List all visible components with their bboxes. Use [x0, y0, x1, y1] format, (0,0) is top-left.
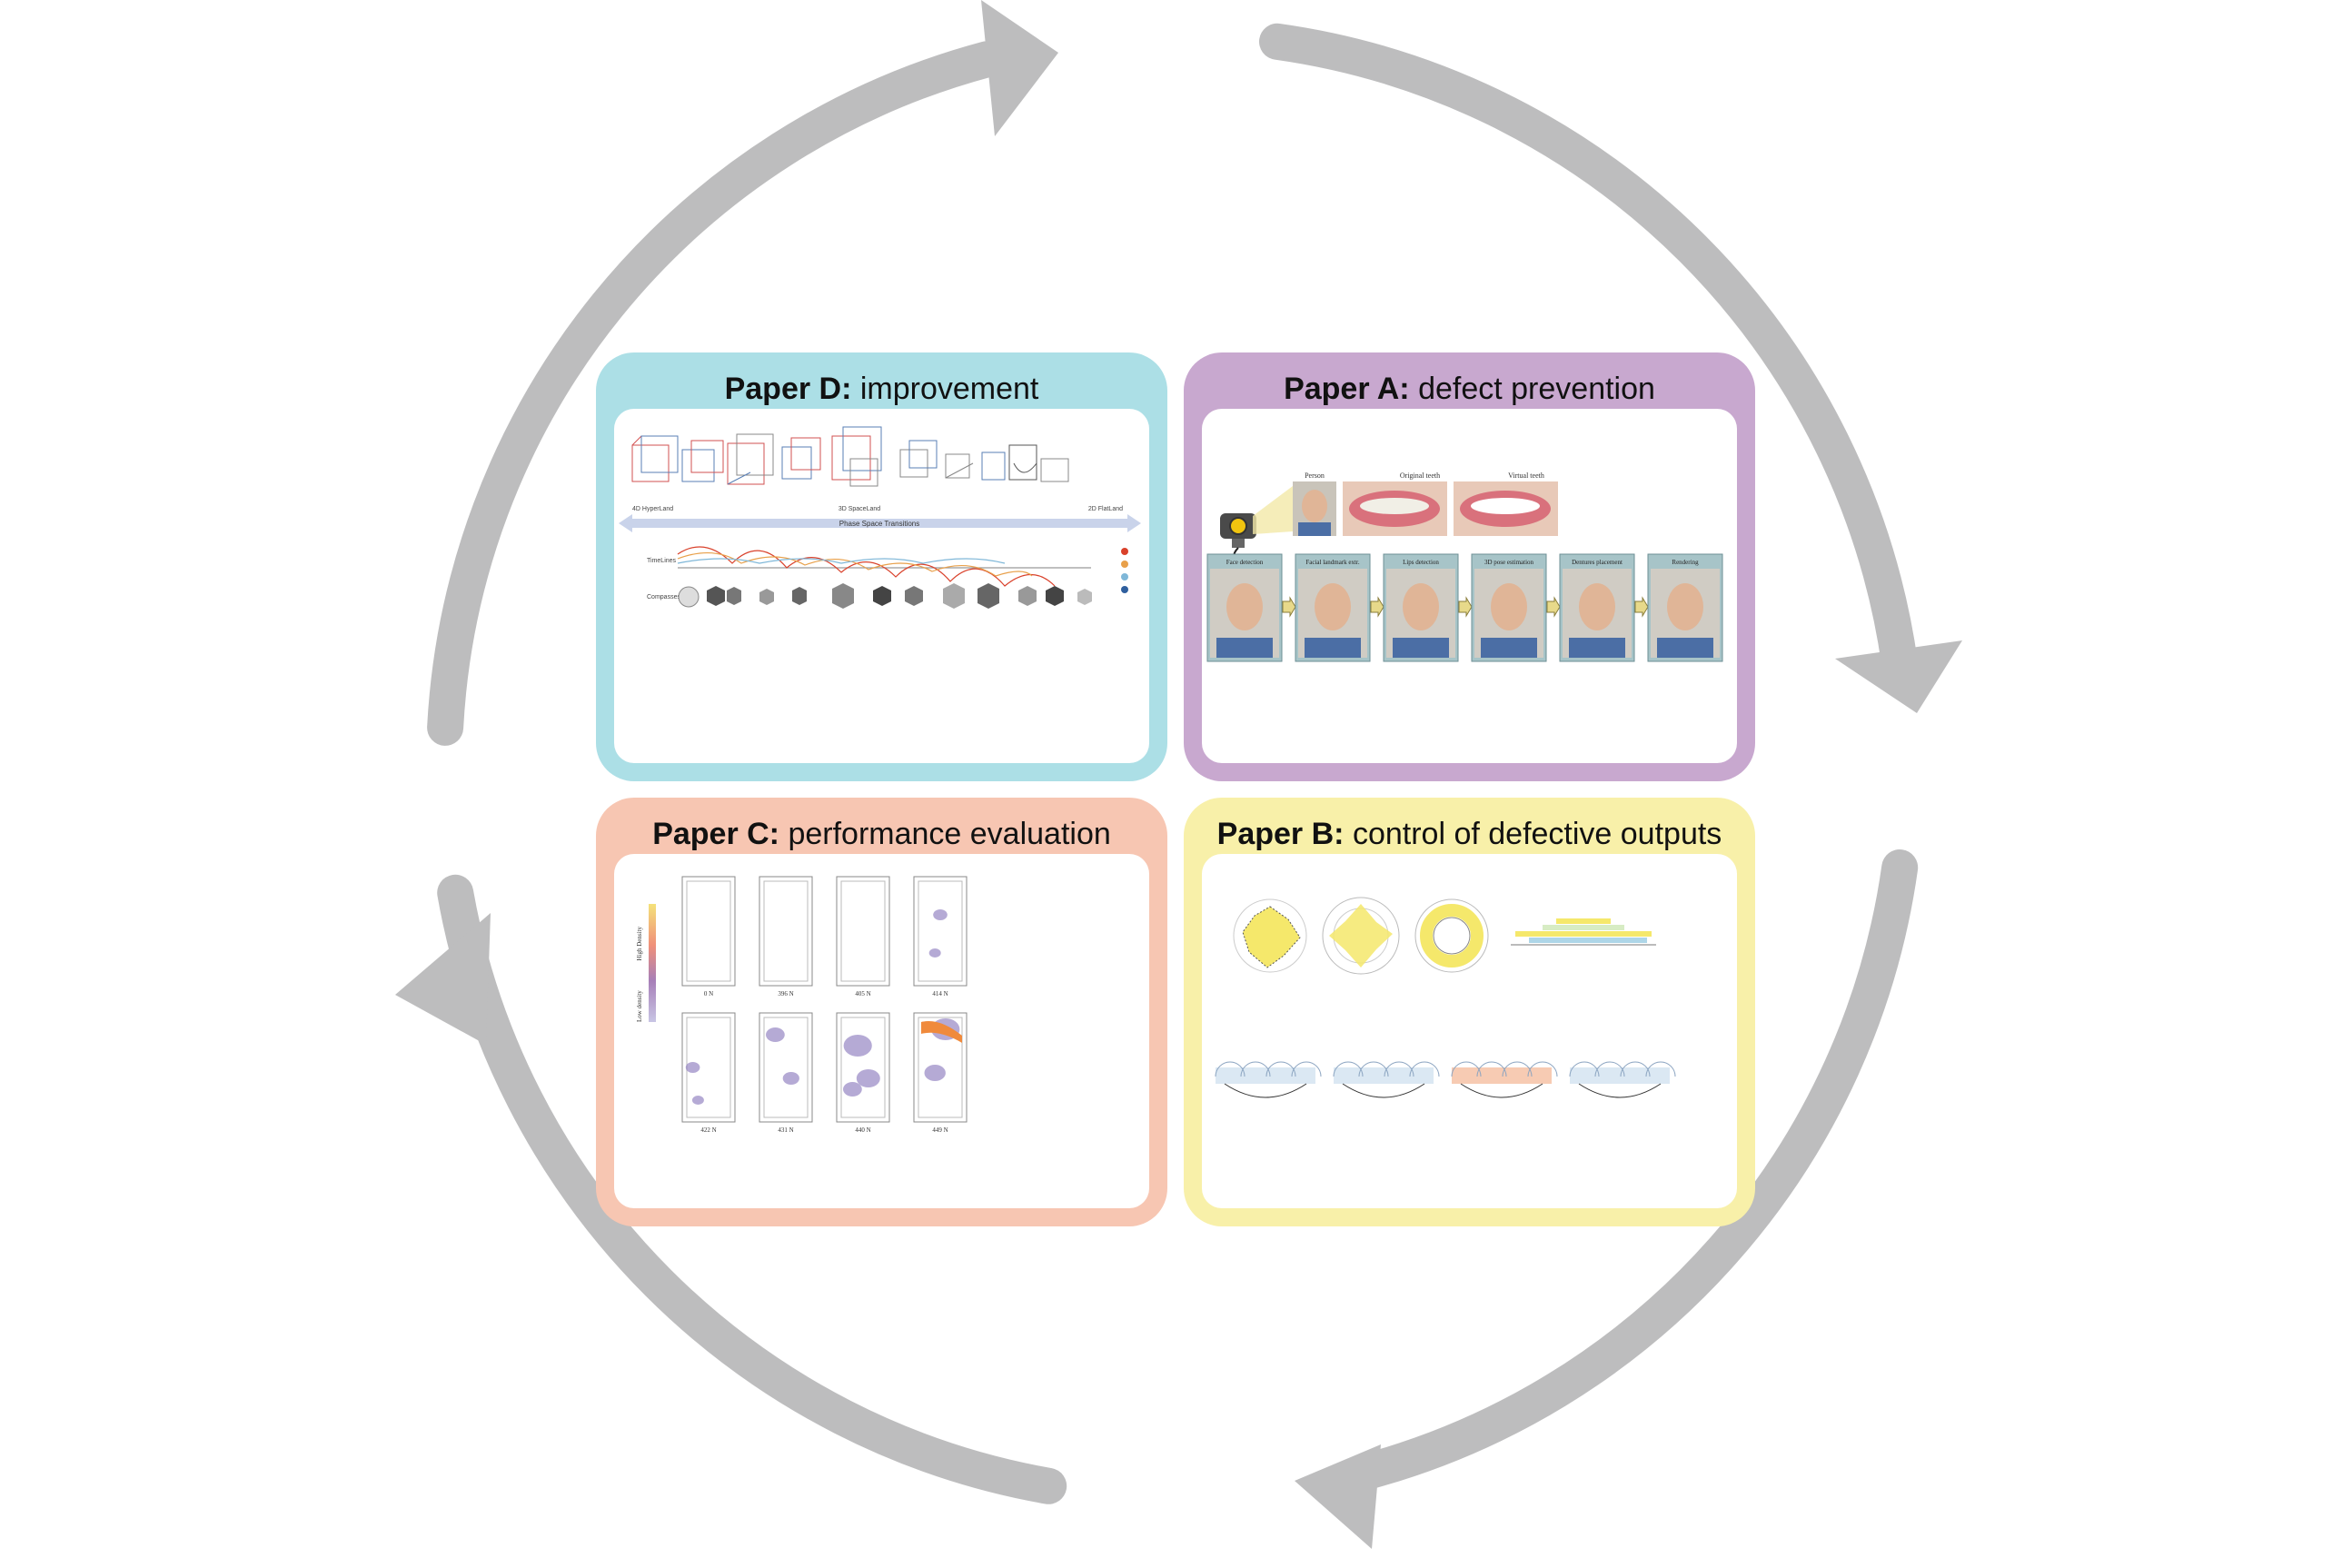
- map-label: 414 N: [932, 990, 948, 997]
- radar-chart-2: [1322, 897, 1400, 975]
- label-person: Person: [1305, 471, 1325, 480]
- arrowhead-left: [395, 913, 491, 1045]
- row-timelines: TimeLines: [647, 558, 677, 564]
- phase-arrow: Phase Space Transitions: [619, 514, 1141, 532]
- step-label: 3D pose estimation: [1484, 559, 1534, 566]
- map-label: 431 N: [778, 1126, 793, 1134]
- figure-density-maps: High Density Low density 0 N 396 N 405 N 41…: [614, 854, 1149, 1208]
- pipeline-step: Facial landmark extr.: [1295, 553, 1371, 662]
- pipeline-steps: Face detection Facial landmark extr. Lips …: [1206, 553, 1723, 662]
- panel-paper-b: Paper B: control of defective outputs: [1184, 798, 1755, 1226]
- arc-chart: [1215, 1061, 1322, 1098]
- pipeline-step: Dentures placement: [1559, 553, 1635, 662]
- label-original-teeth: Original teeth: [1400, 471, 1440, 480]
- map-label: 0 N: [704, 990, 713, 997]
- density-map: 405 N: [836, 876, 890, 997]
- density-map-grid: 0 N 396 N 405 N 414 N 422 N 431 N 440 N 449 N: [681, 876, 968, 1134]
- radar-chart-1: [1233, 898, 1307, 973]
- step-arrow: [1634, 596, 1649, 618]
- panel-title: Paper D: improvement: [724, 372, 1039, 406]
- arc-top-right: [1259, 23, 1919, 682]
- panel-title: Paper A: defect prevention: [1284, 372, 1655, 406]
- density-map: 440 N: [836, 1012, 890, 1134]
- step-label: Face detection: [1226, 559, 1264, 566]
- map-label: 440 N: [855, 1126, 870, 1134]
- panel-paper-c: Paper C: performance evaluation High Den…: [596, 798, 1167, 1226]
- density-map: 422 N: [681, 1012, 736, 1134]
- step-arrow: [1370, 596, 1384, 618]
- svg-text:Phase Space Transitions: Phase Space Transitions: [839, 520, 920, 528]
- step-label: Dentures placement: [1572, 559, 1623, 566]
- step-label: Rendering: [1672, 559, 1699, 566]
- legend-high: High Density: [636, 927, 643, 961]
- arc-top-left: [427, 41, 1005, 746]
- density-map: 396 N: [759, 876, 813, 997]
- arrowhead-top: [981, 0, 1058, 136]
- density-legend: High Density Low density: [636, 904, 656, 1022]
- label-4d: 4D HyperLand: [632, 506, 673, 512]
- arc-chart: [1451, 1061, 1558, 1098]
- panel-paper-a: Paper A: defect prevention Person Origin…: [1184, 352, 1755, 781]
- person-photo: [1293, 481, 1336, 536]
- step-arrow: [1546, 596, 1561, 618]
- virtual-teeth-photo: [1454, 481, 1558, 536]
- ring-chart: [1414, 898, 1489, 973]
- panel-paper-d: Paper D: improvement 4D HyperLand 3D Spa…: [596, 352, 1167, 781]
- step-label: Lips detection: [1403, 559, 1439, 566]
- timeline-legend: [1121, 548, 1128, 593]
- label-2d: 2D FlatLand: [1088, 506, 1123, 512]
- panel-title: Paper B: control of defective outputs: [1216, 817, 1722, 851]
- timeline-curves: [677, 546, 1091, 587]
- label-virtual-teeth: Virtual teeth: [1508, 471, 1544, 480]
- pipeline-step: Rendering: [1647, 553, 1723, 662]
- pipeline-step: 3D pose estimation: [1471, 553, 1547, 662]
- arrowhead-bottom: [1295, 1444, 1381, 1549]
- figure-dentures-pipeline: Person Original teeth Virtual teeth Face…: [1202, 409, 1737, 763]
- step-label: Facial landmark extr.: [1305, 559, 1360, 566]
- density-map: 414 N: [913, 876, 968, 997]
- density-map: 431 N: [759, 1012, 813, 1134]
- arc-chart: [1333, 1061, 1440, 1098]
- arrowhead-right: [1835, 640, 1962, 713]
- arc-chart: [1569, 1061, 1676, 1098]
- figure-radial-charts: [1202, 854, 1737, 1208]
- density-map: 0 N: [681, 876, 736, 997]
- step-arrow: [1282, 596, 1296, 618]
- original-teeth-photo: [1343, 481, 1447, 536]
- pipeline-step: Face detection: [1206, 553, 1283, 662]
- legend-low: Low density: [636, 990, 643, 1022]
- arc-charts: [1215, 1061, 1676, 1098]
- map-label: 405 N: [855, 990, 870, 997]
- map-label: 422 N: [700, 1126, 716, 1134]
- map-label: 396 N: [778, 990, 793, 997]
- panel-title: Paper C: performance evaluation: [652, 817, 1111, 851]
- figure-phase-space: 4D HyperLand 3D SpaceLand 2D FlatLand Ph…: [614, 409, 1149, 763]
- arc-bottom-left: [437, 874, 1067, 1504]
- pipeline-step: Lips detection: [1383, 553, 1459, 662]
- compass-glyphs: [678, 583, 1092, 609]
- cube-sketches: [631, 426, 1069, 487]
- label-3d: 3D SpaceLand: [839, 506, 880, 512]
- map-label: 449 N: [932, 1126, 948, 1134]
- step-arrow: [1458, 596, 1473, 618]
- density-map: 449 N: [913, 1012, 968, 1134]
- stacked-bars: [1511, 918, 1656, 946]
- row-compasses: Compasses: [647, 594, 680, 600]
- arc-bottom-right: [1346, 849, 1919, 1491]
